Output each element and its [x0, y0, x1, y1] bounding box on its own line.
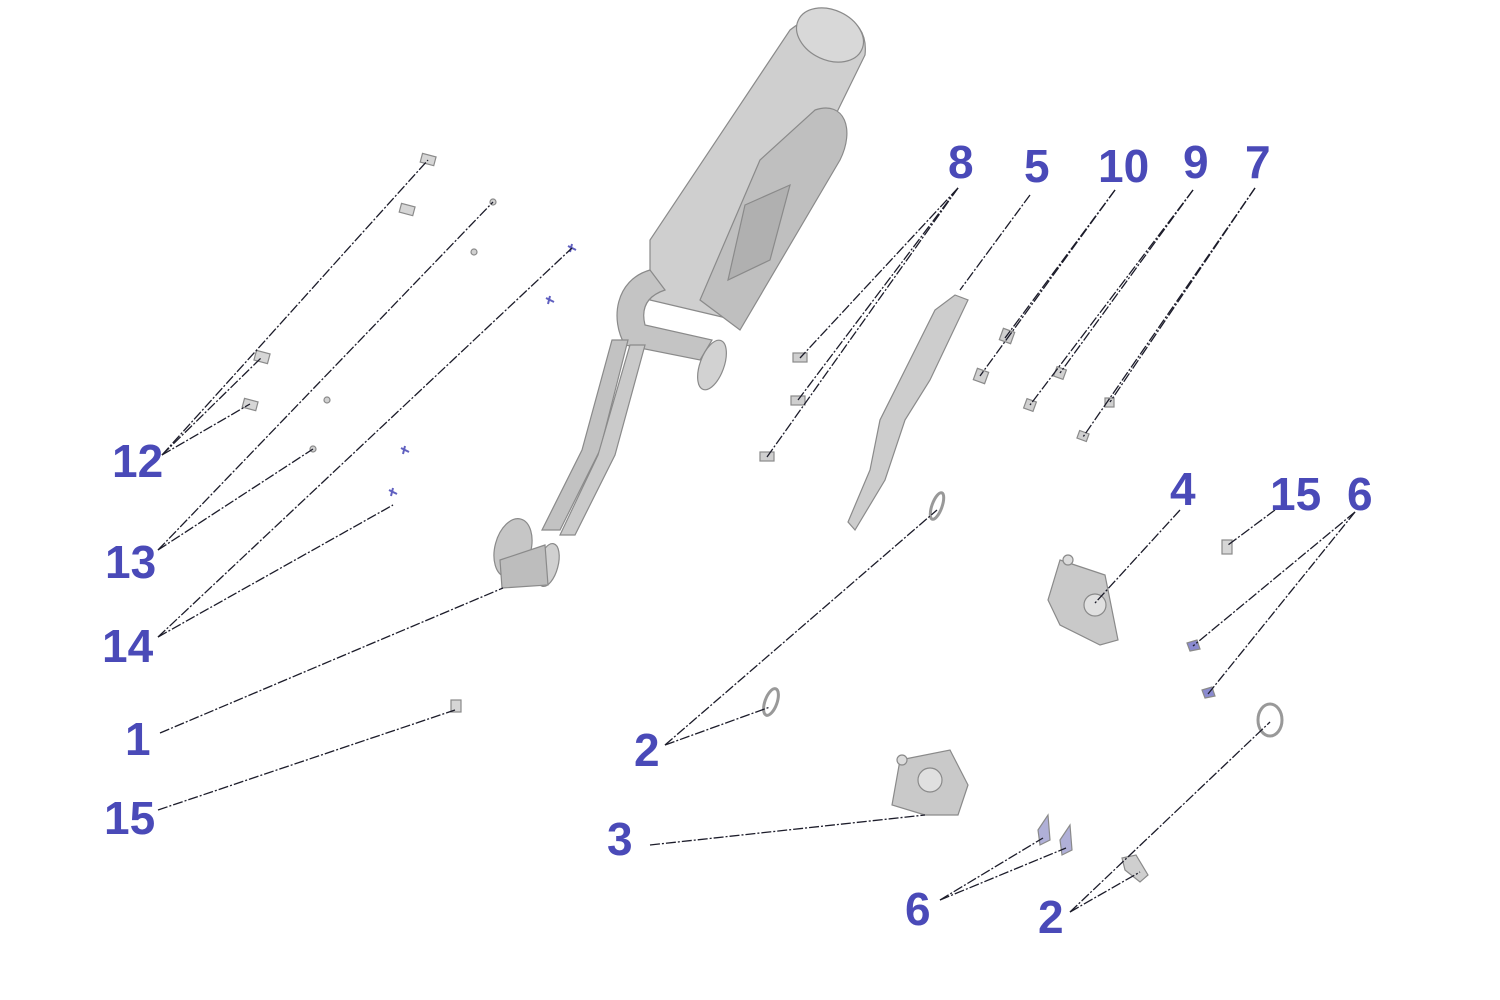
nut-part[interactable] — [1221, 539, 1233, 555]
callout-10: 10 — [1098, 140, 1149, 192]
callout-9: 9 — [1183, 136, 1209, 188]
leader-line — [959, 194, 1031, 291]
clip-part[interactable] — [388, 487, 398, 497]
leader-line — [161, 356, 263, 456]
callout-5: 5 — [1024, 140, 1050, 192]
clip-part[interactable] — [567, 243, 577, 253]
fastener-part[interactable] — [972, 367, 990, 385]
callout-2: 2 — [634, 724, 660, 776]
callout-2: 2 — [1038, 891, 1064, 943]
leader-line — [1109, 187, 1256, 403]
leader-line — [1192, 511, 1356, 647]
sleeve-part[interactable] — [419, 152, 437, 167]
leader-line — [1059, 189, 1194, 374]
callout-15: 15 — [1270, 468, 1321, 520]
washer-part[interactable] — [470, 248, 478, 256]
leader-line — [939, 847, 1067, 901]
flange-upper-part[interactable] — [1047, 554, 1119, 646]
washer-part[interactable] — [323, 396, 331, 404]
callout-6: 6 — [905, 883, 931, 935]
bolt-part[interactable] — [790, 395, 806, 406]
leader-line — [1094, 509, 1181, 604]
callout-7: 7 — [1245, 136, 1271, 188]
callout-12: 12 — [112, 435, 163, 487]
callout-3: 3 — [607, 813, 633, 865]
callout-13: 13 — [105, 536, 156, 588]
sleeve-part[interactable] — [398, 202, 416, 217]
gasket-ring-part[interactable] — [928, 491, 947, 521]
callout-labels: 8 5 10 9 7 12 13 14 1 15 4 15 6 2 3 6 2 — [102, 136, 1373, 943]
leader-line — [1069, 871, 1141, 913]
flange-lower-part[interactable] — [891, 749, 969, 816]
leader-line — [1029, 189, 1194, 406]
parts — [241, 0, 1284, 883]
leader-line — [157, 247, 573, 638]
callout-8: 8 — [948, 136, 974, 188]
gasket-ring-part[interactable] — [1256, 702, 1284, 738]
leader-lines — [157, 159, 1356, 913]
callout-4: 4 — [1170, 463, 1196, 515]
leader-line — [766, 187, 959, 458]
callout-1: 1 — [125, 713, 151, 765]
leader-line — [161, 159, 429, 456]
leader-line — [1082, 187, 1256, 438]
clip-part[interactable] — [400, 445, 410, 455]
leader-line — [157, 448, 314, 551]
leader-line — [979, 189, 1116, 377]
leader-line — [157, 201, 494, 551]
clip-part[interactable] — [545, 295, 555, 305]
fastener-part[interactable] — [1104, 397, 1115, 408]
callout-6: 6 — [1347, 468, 1373, 520]
leader-line — [664, 706, 771, 746]
nut-part[interactable] — [450, 699, 462, 713]
exhaust-muffler-part[interactable] — [488, 0, 872, 589]
leader-line — [159, 587, 504, 734]
leader-line — [797, 187, 959, 401]
callout-14: 14 — [102, 620, 154, 672]
leader-line — [1069, 721, 1271, 913]
leader-line — [649, 814, 926, 846]
bracket-part[interactable] — [847, 294, 969, 532]
leader-line — [664, 509, 938, 746]
leader-line — [157, 709, 456, 811]
leader-line — [1227, 509, 1276, 546]
leader-line — [1004, 189, 1116, 339]
leader-line — [157, 504, 394, 638]
callout-15: 15 — [104, 792, 155, 844]
leader-line — [1207, 511, 1356, 695]
leader-line — [939, 837, 1044, 901]
leader-line — [799, 187, 959, 359]
clamp-part[interactable] — [1121, 854, 1149, 883]
gasket-ring-part[interactable] — [761, 687, 782, 717]
stud-part[interactable] — [1059, 823, 1073, 856]
leader-line — [161, 403, 251, 456]
